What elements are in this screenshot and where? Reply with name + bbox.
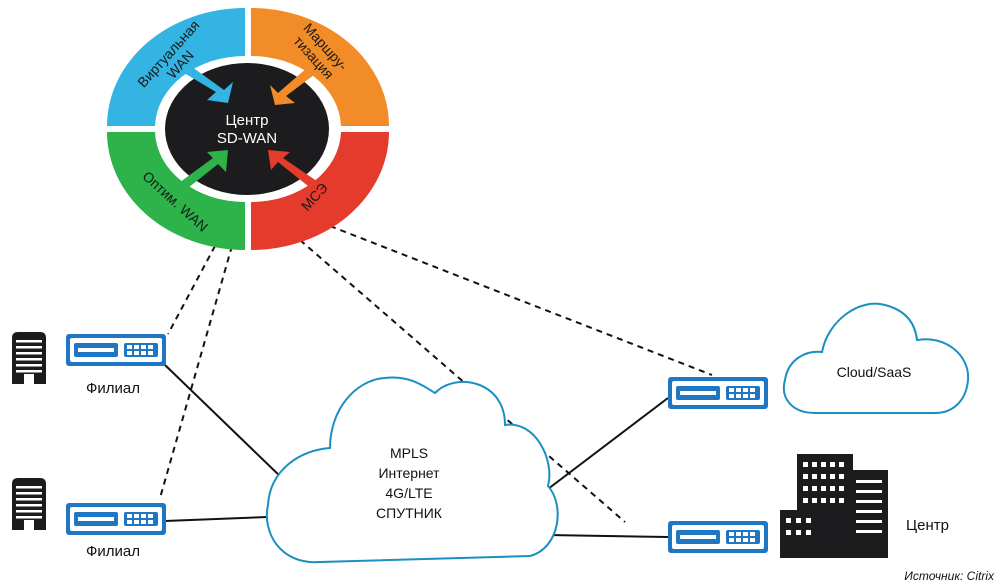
link-hub-branch2: [159, 245, 233, 499]
branch-2-label: Филиал: [86, 543, 140, 560]
branch-1-label: Филиал: [86, 380, 140, 397]
wan-cloud-line-internet: Интернет: [378, 465, 440, 481]
arrow-virtual-wan-icon: [174, 59, 233, 103]
wan-cloud: [265, 376, 559, 564]
saas-router-icon: [668, 377, 768, 409]
link-wan-saas-router: [547, 397, 669, 490]
dashed-links: [159, 225, 713, 523]
arrow-firewall-icon: [268, 150, 324, 194]
branch-2: Филиал: [12, 478, 166, 560]
wan-cloud-line-lte: 4G/LTE: [385, 485, 432, 501]
hub-label-line2: SD-WAN: [217, 130, 277, 147]
datacenter-building-icon: [780, 454, 888, 558]
wan-cloud-line-satellite: СПУТНИК: [376, 505, 443, 521]
arrow-routing-icon: [270, 61, 322, 105]
datacenter-label: Центр: [906, 517, 949, 534]
sd-wan-hub: Центр SD-WAN Виртуальная WAN Маршру- тиз…: [107, 8, 389, 250]
branch-1-building-icon: [12, 332, 46, 384]
branch-1-router-icon: [66, 334, 166, 366]
branch-2-building-icon: [12, 478, 46, 530]
wan-links: [164, 364, 669, 538]
saas-cloud: [782, 302, 970, 414]
saas-cloud-label: Cloud/SaaS: [837, 364, 912, 380]
branch-2-router-icon: [66, 503, 166, 535]
link-hub-saas-router: [329, 225, 713, 376]
link-branch1-wan: [164, 364, 283, 479]
arrow-wan-opt-icon: [172, 150, 228, 196]
branch-1: Филиал: [12, 332, 166, 397]
source-caption: Источник: Citrix: [904, 569, 995, 583]
link-hub-dc-router: [299, 239, 626, 523]
wan-cloud-line-mpls: MPLS: [390, 445, 428, 461]
link-branch2-wan: [164, 516, 269, 522]
link-hub-branch1: [167, 245, 216, 335]
datacenter-router-icon: [668, 521, 768, 553]
hub-label-line1: Центр: [226, 112, 269, 129]
link-wan-dc-router: [547, 534, 669, 538]
